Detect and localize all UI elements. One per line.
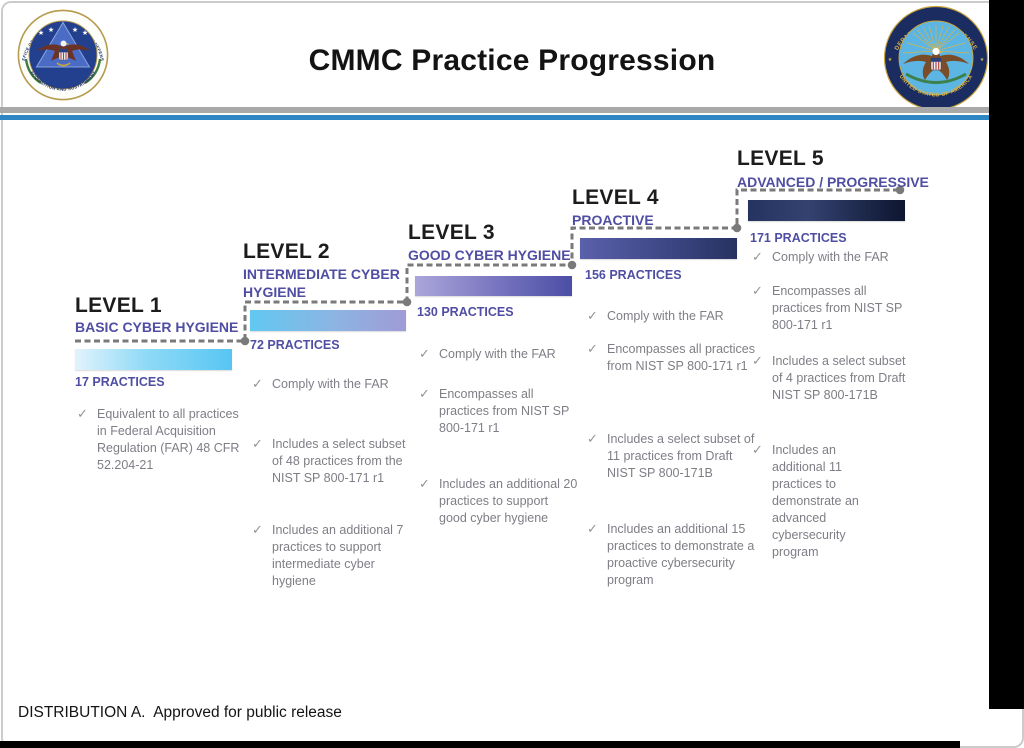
level-2-practices-count: 72 PRACTICES [250,338,340,352]
check-icon: ✓ [587,521,598,536]
list-item: ✓ Includes a select subset of 48 practic… [250,436,414,487]
check-icon: ✓ [77,406,88,421]
list-item: ✓ Encompasses all practices from NIST SP… [585,341,757,375]
list-item: ✓ Comply with the FAR [250,376,414,393]
bullet-text: Includes an additional 7 practices to su… [272,523,404,588]
level-4-practices-count: 156 PRACTICES [585,268,682,282]
level-4-bar [580,238,737,259]
bullet-text: Comply with the FAR [272,377,389,391]
check-icon: ✓ [419,476,430,491]
check-icon: ✓ [252,522,263,537]
level-5-practices-count: 171 PRACTICES [750,231,847,245]
check-icon: ✓ [587,308,598,323]
list-item: ✓ Encompasses all practices from NIST SP… [750,283,912,334]
list-item: ✓ Includes an additional 20 practices to… [417,476,579,527]
check-icon: ✓ [752,249,763,264]
bullet-text: Comply with the FAR [607,309,724,323]
list-item: ✓ Comply with the FAR [417,346,579,363]
list-item: ✓ Comply with the FAR [750,249,912,266]
distribution-statement: DISTRIBUTION A. Approved for public rele… [18,704,342,721]
dod-seal: DEPARTMENT OF DEFENSE ★ ★ UNITED STATES … [883,5,989,111]
seal-star: ★ [888,57,893,63]
check-icon: ✓ [252,376,263,391]
check-icon: ✓ [587,341,598,356]
bullet-text: Includes a select subset of 4 practices … [772,354,906,402]
level-2-bar [250,310,406,331]
bullet-text: Encompasses all practices from NIST SP 8… [607,342,755,373]
level-4-column: LEVEL 4 PROACTIVE 156 PRACTICES ✓ Comply… [572,186,755,626]
bullet-text: Encompasses all practices from NIST SP 8… [439,387,570,435]
bullet-text: Comply with the FAR [772,250,889,264]
level-2-subtitle: INTERMEDIATE CYBER HYGIENE [243,266,400,300]
seal-star: ★ [82,29,88,37]
level-5-column: LEVEL 5 ADVANCED / PROGRESSIVE 171 PRACT… [737,147,929,627]
bullet-text: Includes an additional 15 practices to d… [607,522,755,587]
level-4-subtitle: PROACTIVE [572,212,654,228]
check-icon: ✓ [419,386,430,401]
level-5-title: LEVEL 5 [737,147,824,170]
list-item: ✓ Includes an additional 11 practices to… [750,442,878,561]
level-4-title: LEVEL 4 [572,186,659,209]
level-3-bar [415,276,572,296]
header-divider-gray [0,107,990,113]
check-icon: ✓ [419,346,430,361]
bullet-text: Equivalent to all practices in Federal A… [97,407,240,472]
list-item: ✓ Includes a select subset of 11 practic… [585,431,757,482]
list-item: ✓ Comply with the FAR [585,308,757,325]
ousd-seal: OFFICE OF THE UNDER SECRETARY OF DEFENSE… [17,9,109,101]
bullet-text: Encompasses all practices from NIST SP 8… [772,284,903,332]
check-icon: ✓ [587,431,598,446]
check-icon: ✓ [752,283,763,298]
seal-star: ★ [980,57,985,63]
page-title: CMMC Practice Progression [308,44,716,77]
level-3-subtitle: GOOD CYBER HYGIENE [408,247,571,263]
seal-star: ★ [48,26,54,34]
level-2-title: LEVEL 2 [243,240,330,263]
seal-star: ★ [72,26,78,34]
header-divider-blue [0,115,990,120]
bullet-text: Includes a select subset of 48 practices… [272,437,406,485]
bottom-black-bar [0,741,960,748]
list-item: ✓ Encompasses all practices from NIST SP… [417,386,579,437]
level-1-column: LEVEL 1 BASIC CYBER HYGIENE 17 PRACTICES… [75,294,240,514]
level-1-bar [75,349,232,370]
check-icon: ✓ [752,442,763,457]
level-3-column: LEVEL 3 GOOD CYBER HYGIENE 130 PRACTICES… [408,221,580,581]
list-item: ✓ Includes an additional 7 practices to … [250,522,414,590]
bullet-text: Includes a select subset of 11 practices… [607,432,755,480]
level-3-title: LEVEL 3 [408,221,495,244]
list-item: ✓ Equivalent to all practices in Federal… [75,406,247,474]
list-item: ✓ Includes a select subset of 4 practice… [750,353,912,404]
bullet-text: Includes an additional 11 practices to d… [772,443,859,559]
level-5-bar [748,200,905,221]
right-black-bar [989,0,1024,709]
check-icon: ✓ [252,436,263,451]
level-5-subtitle: ADVANCED / PROGRESSIVE [737,174,929,190]
list-item: ✓ Includes an additional 15 practices to… [585,521,757,589]
level-3-practices-count: 130 PRACTICES [417,305,514,319]
seal-star: ★ [38,29,44,37]
bullet-text: Comply with the FAR [439,347,556,361]
level-1-subtitle: BASIC CYBER HYGIENE [75,319,239,335]
level-1-practices-count: 17 PRACTICES [75,375,165,389]
bullet-text: Includes an additional 20 practices to s… [439,477,578,525]
level-2-column: LEVEL 2 INTERMEDIATE CYBER HYGIENE 72 PR… [243,240,415,620]
level-1-title: LEVEL 1 [75,294,162,317]
check-icon: ✓ [752,353,763,368]
